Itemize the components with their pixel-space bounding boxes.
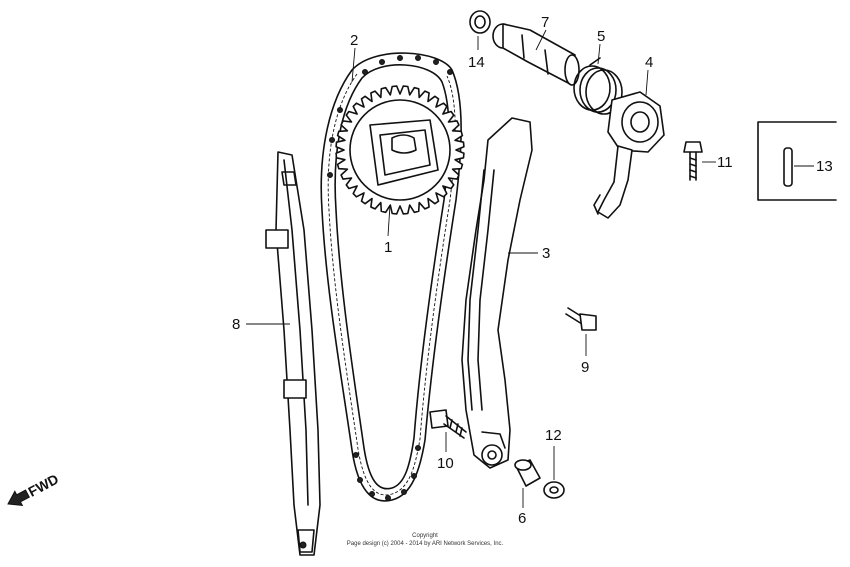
chain-guide [265, 151, 321, 556]
bolt-11 [683, 141, 703, 181]
copyright-line2: Page design (c) 2004 - 2014 by ARI Netwo… [347, 541, 504, 547]
bolt-9 [565, 307, 597, 331]
callout-8: 8 [232, 316, 240, 333]
callout-12: 12 [545, 427, 562, 444]
leader-lines [246, 29, 814, 508]
fwd-indicator: FWD [7, 471, 61, 506]
callout-9: 9 [581, 359, 589, 376]
callout-11: 11 [717, 154, 733, 171]
chain-tensioner-slider [461, 117, 533, 469]
copyright: Copyright Page design (c) 2004 - 2014 by… [347, 533, 504, 547]
collar [514, 459, 541, 487]
callouts: 1 2 3 4 5 6 7 8 9 10 11 12 13 14 [232, 14, 833, 527]
dowel-pin [757, 121, 837, 201]
cam-sprocket [335, 85, 465, 215]
copyright-line1: Copyright [412, 533, 438, 539]
callout-4: 4 [645, 54, 653, 71]
bolt-10 [429, 409, 467, 439]
callout-10: 10 [437, 455, 454, 472]
tensioner-spring [573, 57, 623, 115]
callout-5: 5 [597, 28, 605, 45]
fwd-label: FWD [25, 471, 61, 500]
callout-3: 3 [542, 245, 550, 262]
fwd-arrow-icon [7, 489, 30, 506]
callout-7: 7 [541, 14, 549, 31]
callout-13: 13 [816, 158, 833, 175]
callout-14: 14 [468, 54, 485, 71]
cam-chain [320, 52, 462, 502]
tensioner-shaft [492, 23, 580, 86]
callout-2: 2 [350, 32, 358, 49]
callout-1: 1 [384, 239, 392, 256]
tensioner-arm [593, 91, 665, 219]
washer [543, 481, 565, 499]
callout-6: 6 [518, 510, 526, 527]
o-ring [469, 10, 491, 34]
